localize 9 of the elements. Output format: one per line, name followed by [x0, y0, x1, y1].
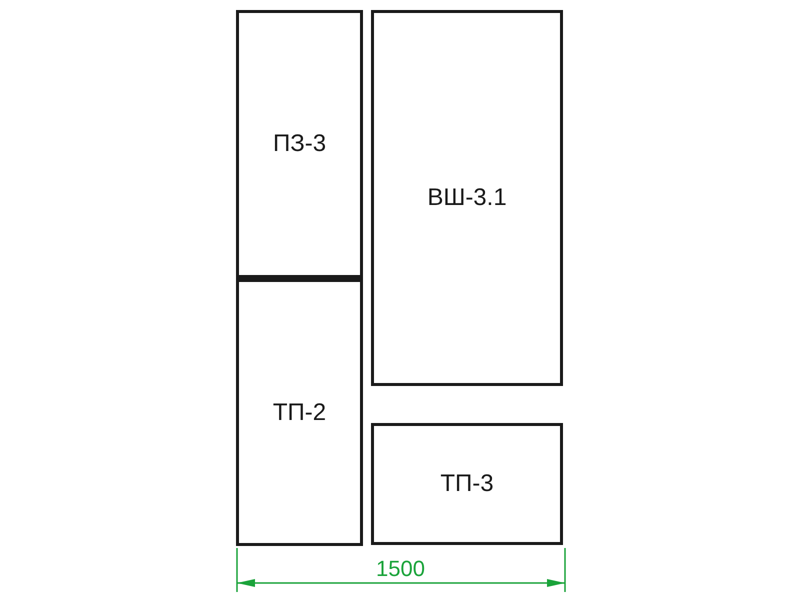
cabinet-label: ВШ-3.1	[427, 184, 507, 212]
cabinet-outline	[236, 10, 363, 280]
cabinet-outline	[371, 423, 563, 545]
dimension-label: 1500	[376, 556, 425, 582]
cabinet-label: ТП-3	[440, 470, 494, 498]
cabinet-outline	[236, 279, 363, 546]
cabinet-label: ПЗ-3	[272, 130, 326, 158]
cabinet-outline	[371, 10, 563, 386]
cabinet-label: ТП-2	[272, 398, 326, 426]
